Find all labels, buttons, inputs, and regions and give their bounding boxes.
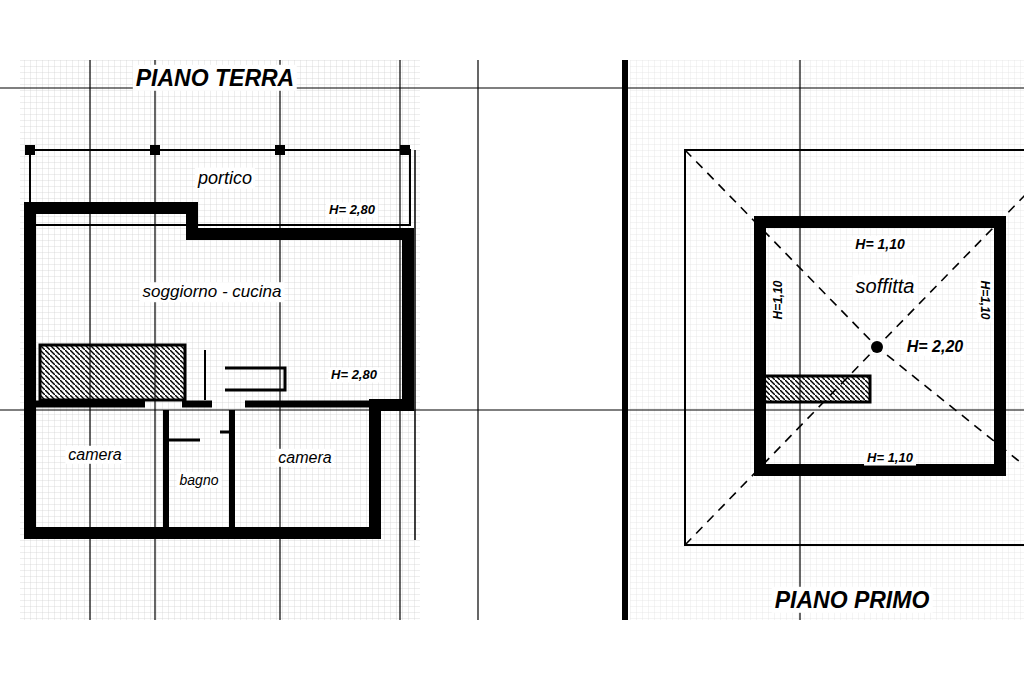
first-floor-plan [685, 150, 1024, 545]
height-note: H=1,10 [977, 277, 991, 322]
floor-title: PIANO TERRA [133, 65, 297, 91]
room-label: camera [65, 446, 124, 464]
height-note: H= 1,10 [864, 451, 916, 466]
grid-lines [0, 60, 1024, 620]
room-label: soggiorno - cucina [140, 282, 285, 302]
height-note: H= 2,80 [328, 368, 380, 383]
graph-paper [630, 60, 1024, 620]
height-note: H= 2,80 [326, 203, 378, 218]
ground-floor-plan [25, 145, 415, 540]
height-note: H= 2,20 [904, 338, 966, 356]
room-label: bagno [177, 472, 222, 488]
height-note: H=1,10 [772, 277, 786, 322]
room-label: portico [195, 168, 255, 189]
room-label: camera [275, 449, 334, 467]
height-note: H= 1,10 [852, 236, 907, 252]
graph-paper [20, 60, 420, 620]
sheet-divider [622, 60, 628, 620]
floor-title: PIANO PRIMO [772, 587, 933, 613]
room-label: soffitta [853, 275, 918, 298]
